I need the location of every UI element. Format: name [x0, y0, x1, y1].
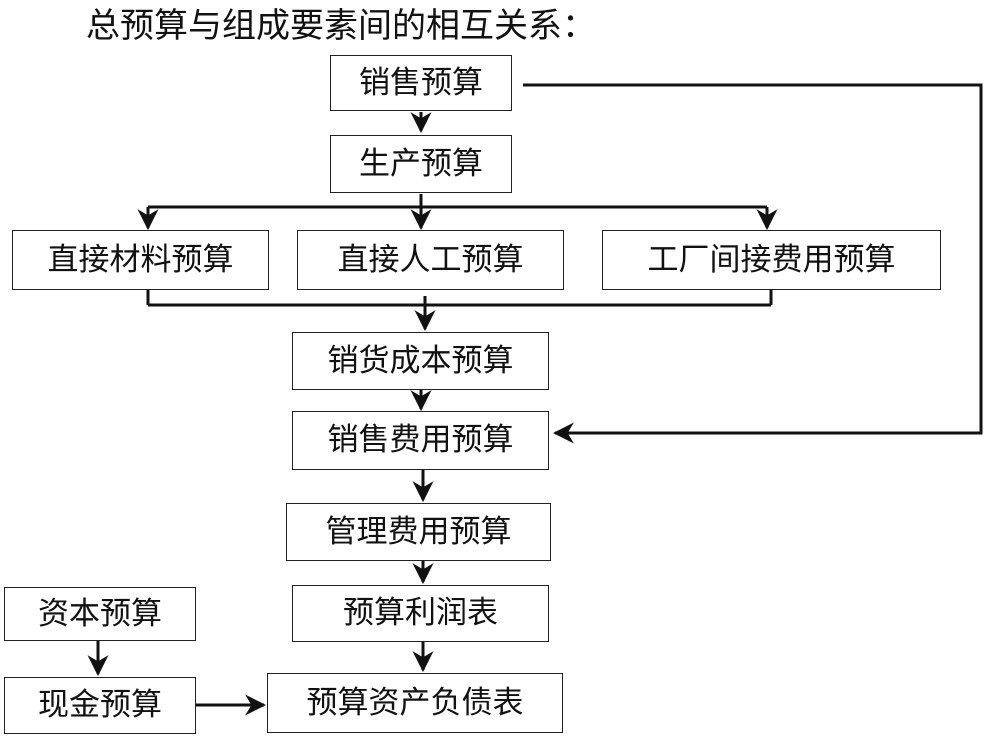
node-sales-budget: 销售预算	[330, 55, 512, 111]
node-direct-labor-budget: 直接人工预算	[297, 230, 564, 290]
node-label: 现金预算	[38, 687, 162, 723]
node-admin-expense-budget: 管理费用预算	[286, 503, 551, 561]
node-cash-budget: 现金预算	[4, 677, 196, 734]
node-label: 销货成本预算	[327, 342, 514, 379]
node-label: 工厂间接费用预算	[647, 241, 896, 278]
node-budgeted-balance-sheet: 预算资产负债表	[267, 673, 563, 733]
node-label: 直接人工预算	[337, 241, 524, 278]
node-direct-material-budget: 直接材料预算	[12, 230, 269, 290]
node-production-budget: 生产预算	[330, 135, 512, 193]
node-budgeted-income-statement: 预算利润表	[292, 585, 549, 642]
diagram-title: 总预算与组成要素间的相互关系：	[86, 6, 596, 46]
node-cost-of-goods-sold-budget: 销货成本预算	[292, 332, 549, 390]
node-capital-budget: 资本预算	[4, 587, 196, 641]
node-label: 预算资产负债表	[306, 684, 524, 721]
node-label: 管理费用预算	[325, 513, 512, 550]
node-label: 销售费用预算	[327, 422, 514, 458]
node-label: 销售预算	[359, 64, 483, 101]
node-label: 直接材料预算	[47, 241, 234, 278]
node-label: 生产预算	[359, 145, 483, 182]
edge-sales-to-selling	[523, 83, 983, 444]
node-factory-overhead-budget: 工厂间接费用预算	[602, 230, 941, 290]
node-selling-expense-budget: 销售费用预算	[292, 411, 549, 470]
node-label: 预算利润表	[343, 595, 498, 631]
node-label: 资本预算	[38, 595, 162, 632]
